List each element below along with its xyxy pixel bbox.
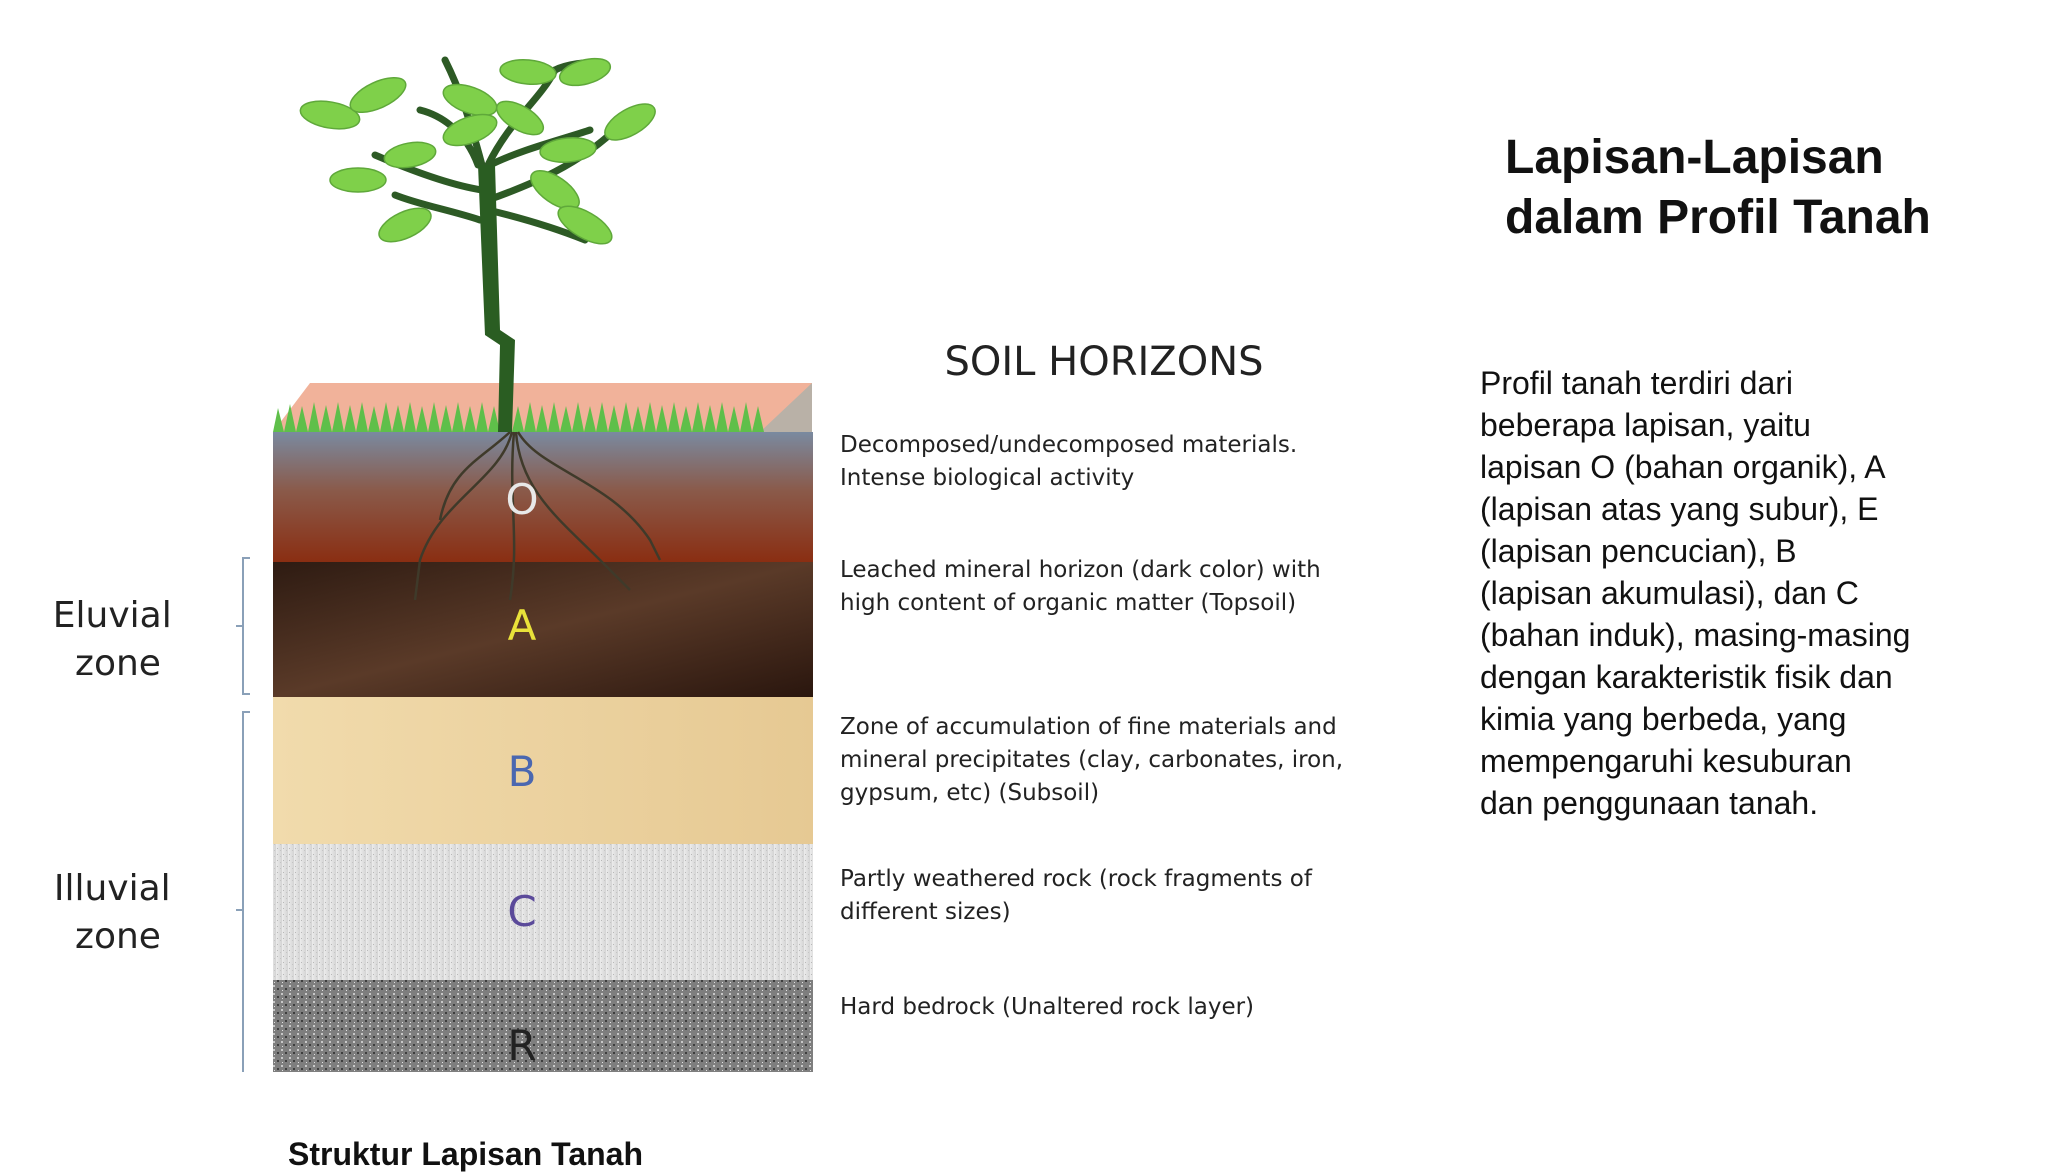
soil-horizon-diagram: O A B C R Eluvial zone Illuvial zone SOI… [53, 56, 1350, 1072]
layer-c [273, 844, 813, 980]
diagram-heading: SOIL HORIZONS [944, 339, 1263, 385]
slide-title: Lapisan-Lapisan dalam Profil Tanah [1505, 128, 2025, 248]
layer-a-description: Leached mineral horizon (dark color) wit… [840, 557, 1328, 616]
illuvial-zone-bracket [242, 711, 250, 1072]
body-line: (lapisan pencucian), B [1480, 533, 1797, 569]
layer-o [273, 432, 813, 562]
layer-b-description: Zone of accumulation of fine materials a… [840, 714, 1350, 806]
body-line: kimia yang berbeda, yang [1480, 701, 1847, 737]
figure-caption: Struktur Lapisan Tanah [288, 1136, 644, 1172]
plant-roots [413, 431, 662, 601]
layer-b [273, 697, 813, 844]
body-line: (lapisan akumulasi), dan C [1480, 575, 1859, 611]
slide-body-text: Profil tanah terdiri dari beberapa lapis… [1480, 362, 2020, 824]
layer-r-description: Hard bedrock (Unaltered rock layer) [840, 994, 1254, 1020]
layer-r [273, 980, 813, 1072]
eluvial-zone-bracket [242, 557, 250, 695]
layer-c-letter: C [507, 887, 536, 936]
plant [299, 56, 656, 432]
layer-o-letter: O [505, 475, 538, 524]
body-line: dengan karakteristik fisik dan [1480, 659, 1893, 695]
body-line: mempengaruhi kesuburan [1480, 743, 1852, 779]
eluvial-zone-label: Eluvial zone [53, 595, 183, 684]
layer-a [273, 562, 813, 697]
body-line: dan penggunaan tanah. [1480, 785, 1819, 821]
body-line: (lapisan atas yang subur), E [1480, 491, 1879, 527]
layer-r-letter: R [507, 1021, 536, 1070]
slide-title-line-2: dalam Profil Tanah [1505, 191, 1931, 244]
body-line: (bahan induk), masing-masing [1480, 617, 1911, 653]
layer-o-description: Decomposed/undecomposed materials. Inten… [840, 432, 1304, 491]
slide-title-line-1: Lapisan-Lapisan [1505, 131, 1884, 184]
layer-b-letter: B [508, 747, 537, 796]
grass [273, 402, 764, 432]
illuvial-zone-label: Illuvial zone [54, 868, 182, 957]
layer-a-letter: A [508, 601, 537, 650]
body-line: beberapa lapisan, yaitu [1480, 407, 1811, 443]
body-line: lapisan O (bahan organik), A [1480, 449, 1886, 485]
layer-c-description: Partly weathered rock (rock fragments of… [840, 866, 1319, 925]
body-line: Profil tanah terdiri dari [1480, 365, 1794, 401]
